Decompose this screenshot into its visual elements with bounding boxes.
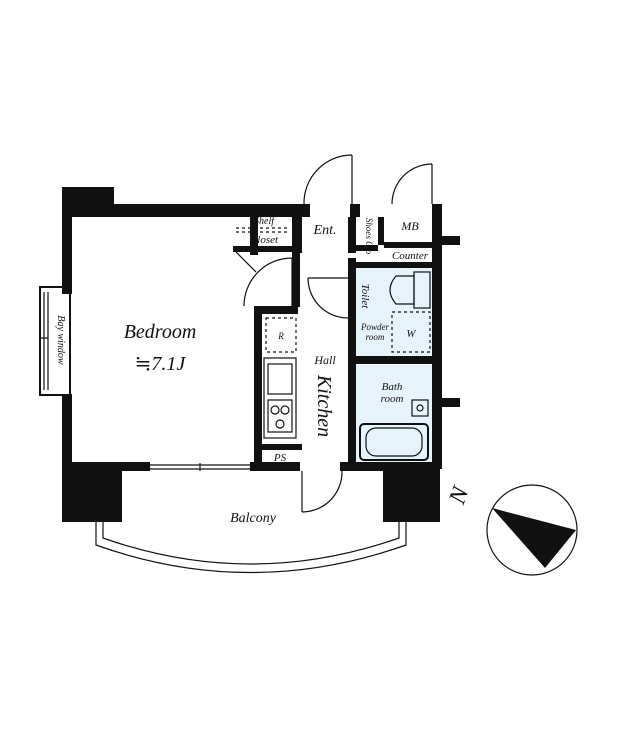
- stove: [267, 399, 293, 433]
- meter-box-label: MB: [400, 219, 419, 233]
- shoes-closet-label: Shoes Clo: [364, 218, 374, 255]
- bathroom-area: [356, 365, 432, 462]
- powder-room-label-1: Powder: [360, 322, 389, 332]
- doors: [235, 154, 433, 513]
- counter-label: Counter: [392, 250, 429, 262]
- washer-space: [391, 311, 431, 353]
- kitchen-fixtures: [263, 317, 297, 439]
- bathroom-label-2: room: [381, 393, 404, 405]
- compass-circle: [486, 484, 578, 576]
- compass: N: [444, 482, 578, 576]
- sink: [267, 363, 293, 395]
- entrance-label: Ent.: [313, 223, 337, 238]
- pipe-space-label: PS: [273, 452, 287, 464]
- sink-counter: [263, 357, 297, 439]
- bay-window-label: Bay window: [55, 315, 66, 364]
- balcony-window: [150, 463, 250, 471]
- kitchen-label: Kitchen: [313, 374, 335, 437]
- shelf-label: Shelf: [254, 216, 275, 227]
- compass-north-label: N: [444, 482, 475, 509]
- bedroom-label: Bedroom: [124, 321, 197, 343]
- powder-room-label-2: room: [366, 332, 385, 342]
- toilet-fixtures: [389, 271, 431, 353]
- balcony-label: Balcony: [230, 511, 277, 526]
- toilet-area: [356, 268, 432, 358]
- bedroom-size-label: ≒7.1J: [135, 353, 187, 375]
- hall-label: Hall: [313, 353, 336, 367]
- balcony-outline: [95, 522, 407, 574]
- closet-label: Closet: [250, 234, 279, 246]
- refrigerator-label: R: [277, 331, 284, 341]
- bay-window: [39, 286, 71, 396]
- closet-shelf: [236, 227, 290, 233]
- toilet-label: Toilet: [359, 284, 371, 310]
- walls: [62, 187, 460, 522]
- refrigerator-space: [265, 317, 297, 353]
- bathroom-label-1: Bath: [382, 381, 403, 393]
- washer-label: W: [406, 328, 416, 340]
- compass-needle-icon: [492, 508, 576, 568]
- bath-fixtures: [359, 399, 429, 461]
